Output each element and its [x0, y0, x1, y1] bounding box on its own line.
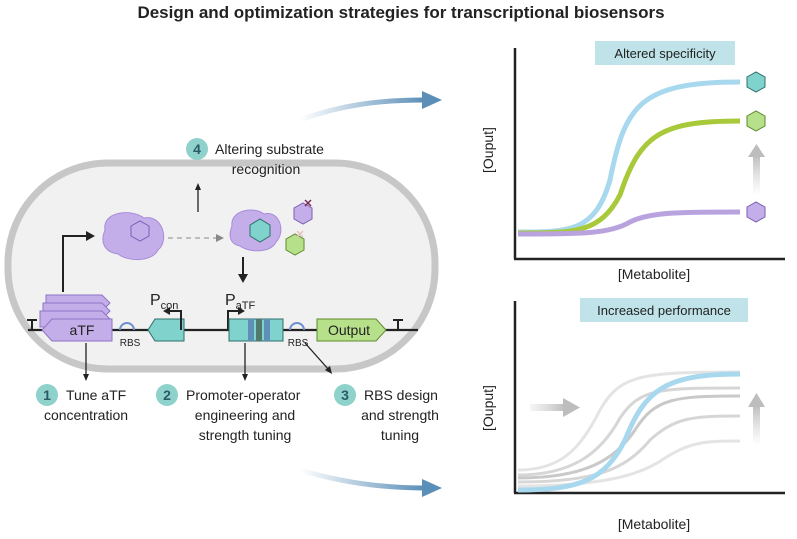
- top-transition-arrow-icon: [299, 91, 442, 123]
- strategy-3-line3: tuning: [381, 427, 419, 443]
- bottom-curve-ghost-4: [517, 414, 741, 484]
- strategy-2-badge: [156, 384, 178, 406]
- rbs-2-icon: [289, 322, 305, 331]
- strategy-2-arrow-icon: [242, 343, 248, 381]
- purple-ligand-hexagon-icon: [293, 199, 313, 225]
- strategy-3-badge: [334, 384, 356, 406]
- strategy-3-arrow-icon: [304, 342, 332, 374]
- top-teal-hexagon-icon: [746, 71, 766, 93]
- terminator-left-icon: [27, 319, 37, 330]
- strategy-1-number: 1: [43, 387, 51, 403]
- top-plot: Altered specificity [Ouput] [Metabolite]: [480, 41, 785, 282]
- pcon-promoter-arrow-icon: [163, 307, 182, 330]
- output-gene-label: Output: [328, 322, 370, 338]
- atf-protein-icon: [102, 212, 165, 260]
- strategy-4-line1: Altering substrate: [215, 141, 324, 157]
- top-curve-purple: [517, 209, 741, 237]
- bottom-curve-ghost-3: [517, 394, 741, 480]
- bottom-plot: Increased performance [Ouput] [Metabolit…: [480, 298, 785, 532]
- strategy-4-badge: [186, 138, 208, 160]
- top-plot-ylabel: [Ouput]: [480, 127, 496, 173]
- strategy-4-number: 4: [193, 141, 201, 157]
- strategy-2-line3: strength tuning: [199, 427, 292, 443]
- green-ligand-hexagon-icon: [285, 230, 305, 256]
- bottom-plot-ylabel: [Ouput]: [480, 385, 496, 431]
- bottom-transition-arrow-icon: [299, 467, 442, 497]
- strategy-3-number: 3: [341, 387, 349, 403]
- strategy-2-line1: Promoter-operator: [186, 387, 301, 403]
- rbs-1-label: RBS: [120, 338, 141, 349]
- top-curve-green: [517, 118, 741, 236]
- pcon-block: [147, 318, 185, 342]
- bottom-curve-blue: [517, 371, 741, 493]
- strategy-1-line1: Tune aTF: [66, 387, 126, 403]
- strategy-3-line1: RBS design: [364, 387, 438, 403]
- figure-title: Design and optimization strategies for t…: [137, 3, 664, 22]
- output-gene-icon: [316, 318, 387, 342]
- atf-gene-icon: [39, 294, 113, 342]
- rbs-1-icon: [119, 322, 135, 331]
- bottom-right-arrow-icon: [530, 398, 580, 417]
- top-plot-header-box: [595, 41, 735, 65]
- strategy-3-line2: and strength: [361, 407, 439, 423]
- atf-gene-label: aTF: [70, 322, 95, 338]
- atf-bound-protein-icon: [229, 209, 282, 252]
- binding-arrow-icon: [238, 257, 248, 283]
- strategy-1-line2: concentration: [44, 407, 128, 423]
- patf-promoter-arrow-icon: [227, 307, 245, 330]
- bottom-curve-ghost-2: [517, 386, 741, 477]
- rbs-2-label: RBS: [288, 338, 309, 349]
- top-curve-blue: [517, 79, 741, 235]
- bottom-plot-header-box: [580, 298, 748, 322]
- bottom-plot-header: Increased performance: [597, 303, 731, 318]
- terminator-right-icon: [393, 319, 403, 330]
- strategy-1-badge: [36, 384, 58, 406]
- strategy-2-line2: engineering and: [195, 407, 295, 423]
- bottom-plot-xlabel: [Metabolite]: [618, 516, 690, 532]
- top-green-hexagon-icon: [746, 110, 766, 132]
- top-purple-hexagon-icon: [746, 201, 766, 223]
- top-plot-header: Altered specificity: [614, 46, 716, 61]
- strategy-4-arrow-icon: [195, 183, 201, 212]
- expression-arrow-icon: [62, 231, 95, 292]
- top-up-arrow-icon: [748, 144, 765, 195]
- bottom-curve-ghost-1: [517, 370, 741, 472]
- pcon-label: Pcon: [150, 292, 178, 312]
- strategy-2-number: 2: [163, 387, 171, 403]
- patf-label: PaTF: [225, 292, 256, 312]
- operator-block: [228, 318, 284, 342]
- strategy-1-arrow-icon: [83, 343, 89, 381]
- strategy-4-line2: recognition: [232, 161, 301, 177]
- dashed-transition-arrow-icon: [168, 234, 224, 242]
- bottom-up-arrow-icon: [748, 393, 765, 445]
- top-plot-xlabel: [Metabolite]: [618, 266, 690, 282]
